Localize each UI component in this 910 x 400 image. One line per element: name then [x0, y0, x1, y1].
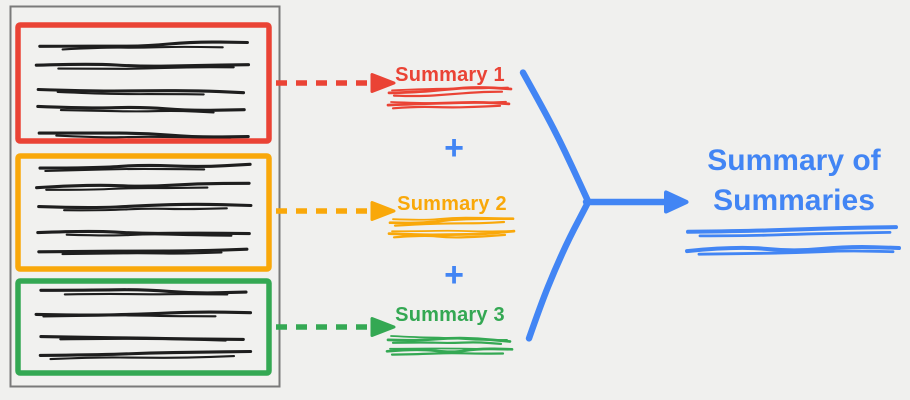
- summary-of-summaries-label: Summary of Summaries: [707, 144, 881, 217]
- arrowhead-icon: [370, 317, 396, 337]
- summary-3-label: Summary 3: [395, 304, 505, 326]
- merge-line-top: [519, 69, 592, 205]
- chunk-1-text-scribbles: [34, 40, 251, 139]
- dashed-arrow-yellow: [276, 201, 396, 221]
- chunk-2-text-scribbles: [35, 162, 253, 256]
- chunk-3-box: [15, 278, 272, 376]
- plus-operator-1: +: [444, 129, 464, 167]
- chunk-1-box: [15, 22, 272, 144]
- chunk-3-text-scribbles: [34, 288, 253, 361]
- chunk-to-summary-arrows: [276, 73, 396, 337]
- merge-arrow: [519, 69, 689, 342]
- dashed-arrow-red: [276, 73, 396, 93]
- arrowhead-icon: [370, 73, 396, 93]
- chunk-2-box: [15, 153, 272, 272]
- merge-arrowhead-icon: [664, 190, 689, 214]
- result-underline-scribble: [685, 225, 901, 256]
- source-document: [9, 5, 281, 388]
- arrowhead-icon: [370, 201, 396, 221]
- dashed-arrow-green: [276, 317, 396, 337]
- summary-1-underline-scribble: [386, 86, 513, 110]
- summary-3-underline-scribble: [385, 335, 514, 356]
- summary-underline-scribbles: [385, 86, 516, 356]
- plus-operator-2: +: [444, 256, 464, 294]
- summary-1-label: Summary 1: [395, 64, 505, 86]
- summary-2-label: Summary 2: [397, 193, 507, 215]
- document-frame: [9, 5, 281, 388]
- summary-2-underline-scribble: [387, 216, 516, 239]
- merge-line-bottom: [525, 199, 592, 342]
